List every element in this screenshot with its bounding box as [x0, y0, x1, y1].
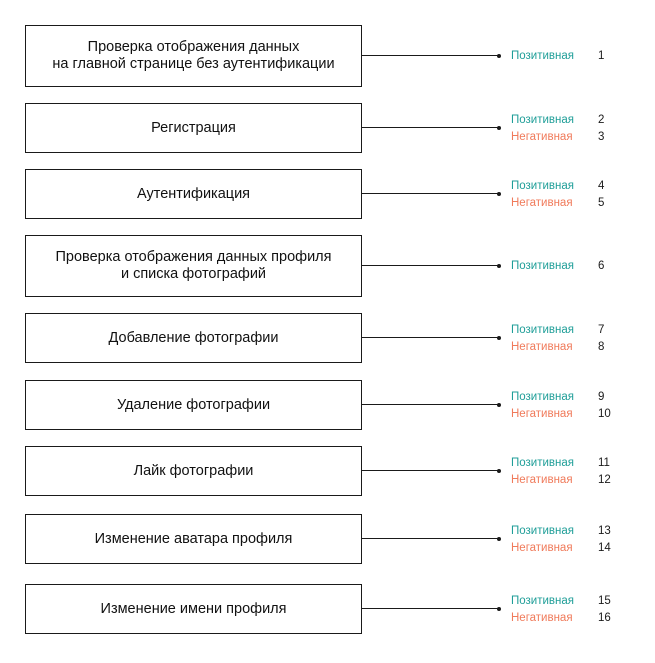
case-number: 1 — [598, 50, 605, 62]
positive-case-label: Позитивная — [511, 113, 575, 126]
case-number: 6 — [598, 260, 605, 272]
connector-line — [362, 193, 500, 195]
positive-case-label: Позитивная — [511, 594, 575, 607]
scenario-box: Регистрация — [25, 103, 362, 153]
negative-case-label: Негативная — [511, 340, 573, 353]
positive-case-label: Позитивная — [511, 390, 575, 403]
case-number: 5 — [598, 196, 605, 209]
scenario-box: Изменение аватара профиля — [25, 514, 362, 564]
scenario-box: Добавление фотографии — [25, 313, 362, 363]
case-number: 3 — [598, 130, 605, 143]
connector-dot — [497, 469, 501, 473]
positive-case-label: Позитивная — [511, 50, 575, 62]
connector-line — [362, 538, 500, 540]
connector-dot — [497, 403, 501, 407]
negative-case-label: Негативная — [511, 541, 573, 554]
negative-case-label: Негативная — [511, 473, 573, 486]
scenario-box: Проверка отображения данных профиля и сп… — [25, 235, 362, 297]
scenario-box: Аутентификация — [25, 169, 362, 219]
connector-dot — [497, 607, 501, 611]
case-number: 10 — [598, 407, 611, 420]
scenario-title: Изменение имени профиля — [100, 600, 287, 617]
connector-line — [362, 404, 500, 406]
positive-case-label: Позитивная — [511, 179, 575, 192]
scenario-title: Лайк фотографии — [133, 462, 254, 479]
connector-dot — [497, 537, 501, 541]
case-number: 4 — [598, 179, 605, 192]
connector-dot — [497, 192, 501, 196]
scenario-box: Лайк фотографии — [25, 446, 362, 496]
connector-line — [362, 265, 500, 267]
case-number: 15 — [598, 594, 611, 607]
scenario-title: Проверка отображения данных на главной с… — [52, 39, 335, 72]
scenario-title: Проверка отображения данных профиля и сп… — [55, 249, 332, 282]
negative-case-label: Негативная — [511, 407, 573, 420]
negative-case-label: Негативная — [511, 611, 573, 624]
connector-dot — [497, 264, 501, 268]
connector-dot — [497, 336, 501, 340]
connector-line — [362, 55, 500, 57]
case-number: 12 — [598, 473, 611, 486]
scenario-title: Удаление фотографии — [116, 396, 271, 413]
negative-case-label: Негативная — [511, 196, 573, 209]
connector-line — [362, 608, 500, 610]
positive-case-label: Позитивная — [511, 260, 575, 272]
positive-case-label: Позитивная — [511, 456, 575, 469]
connector-line — [362, 127, 500, 129]
case-number: 2 — [598, 113, 605, 126]
scenario-title: Регистрация — [151, 119, 236, 136]
scenario-title: Изменение аватара профиля — [94, 530, 293, 547]
negative-case-label: Негативная — [511, 130, 573, 143]
connector-dot — [497, 54, 501, 58]
scenario-box: Изменение имени профиля — [25, 584, 362, 634]
scenario-box: Проверка отображения данных на главной с… — [25, 25, 362, 87]
case-number: 7 — [598, 323, 605, 336]
case-number: 13 — [598, 524, 611, 537]
case-number: 16 — [598, 611, 611, 624]
positive-case-label: Позитивная — [511, 323, 575, 336]
connector-line — [362, 470, 500, 472]
connector-line — [362, 337, 500, 339]
case-number: 14 — [598, 541, 611, 554]
case-number: 11 — [598, 456, 610, 469]
case-number: 9 — [598, 390, 605, 403]
case-number: 8 — [598, 340, 605, 353]
scenario-box: Удаление фотографии — [25, 380, 362, 430]
positive-case-label: Позитивная — [511, 524, 575, 537]
scenario-title: Добавление фотографии — [108, 329, 279, 346]
scenario-title: Аутентификация — [136, 185, 251, 202]
connector-dot — [497, 126, 501, 130]
